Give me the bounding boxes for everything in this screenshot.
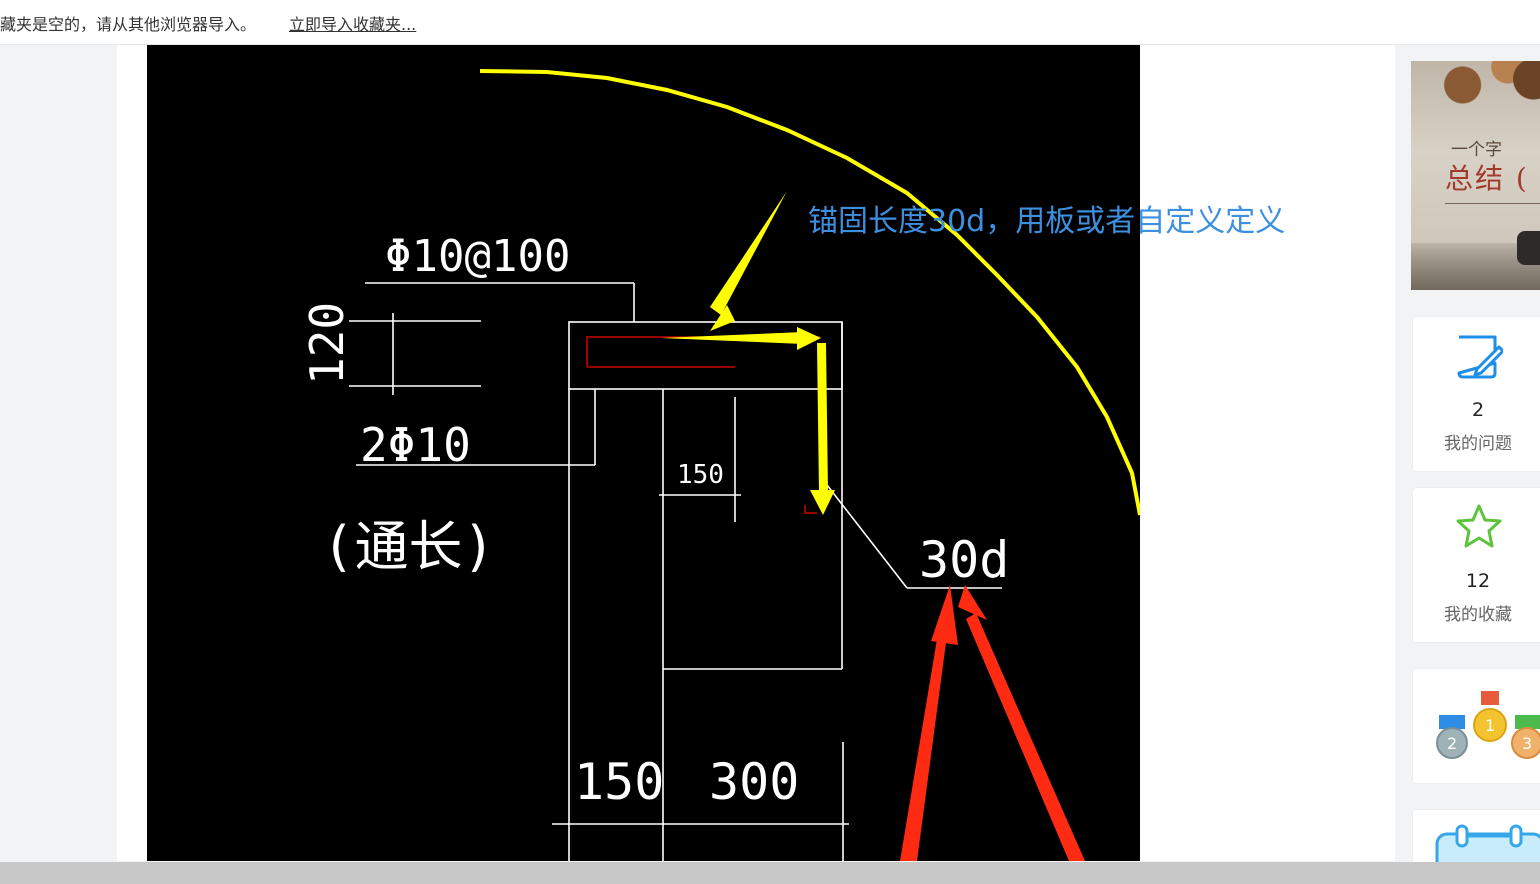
calendar-card[interactable]: [1412, 809, 1540, 876]
cad-drawing-image: Φ10@100 120 2Φ10 (通长) 150 30d 150 300: [147, 45, 1140, 861]
red-arrows: [900, 585, 1085, 861]
bottom-bars-label: 2Φ10: [360, 418, 471, 472]
banner-divider: [1445, 203, 1540, 204]
banner-line2: 总结 (: [1445, 162, 1529, 195]
banner-button[interactable]: [1517, 231, 1540, 265]
rebar-spec-label: Φ10@100: [385, 231, 570, 282]
questions-label: 我的问题: [1444, 434, 1512, 454]
ranking-card[interactable]: 2 1 3: [1412, 668, 1540, 784]
svg-text:1: 1: [1485, 716, 1495, 735]
yellow-arrows: [661, 191, 835, 515]
star-icon: [1455, 502, 1503, 554]
svg-text:2: 2: [1447, 734, 1457, 753]
horizontal-scrollbar[interactable]: [0, 862, 1540, 884]
promo-banner[interactable]: 一个字 总结 (: [1411, 61, 1540, 290]
dim-150-inner-label: 150: [677, 460, 724, 490]
dim-120-label: 120: [300, 302, 354, 385]
import-bookmarks-message: 藏夹是空的，请从其他浏览器导入。: [0, 15, 257, 34]
continuous-label: (通长): [322, 515, 495, 578]
cad-linework: [349, 282, 1002, 861]
yellow-arc: [479, 69, 1140, 516]
dim-150-bottom-label: 150: [574, 753, 664, 811]
dim-300-bottom-label: 300: [709, 753, 799, 811]
anchor-annotation-text: 锚固长度30d，用板或者自定义定义: [808, 204, 1286, 239]
anchor-length-label: 30d: [919, 531, 1009, 589]
import-bookmarks-bar: 藏夹是空的，请从其他浏览器导入。 立即导入收藏夹...: [0, 0, 1540, 45]
questions-count: 2: [1471, 399, 1485, 421]
favorites-label: 我的收藏: [1444, 605, 1512, 625]
banner-line1: 一个字: [1451, 140, 1502, 160]
import-bookmarks-link[interactable]: 立即导入收藏夹...: [289, 15, 417, 34]
edit-note-icon: [1455, 333, 1505, 385]
my-favorites-card[interactable]: 12 我的收藏: [1412, 487, 1540, 643]
banner-decoration: [1411, 61, 1540, 121]
my-questions-card[interactable]: 2 我的问题: [1412, 316, 1540, 472]
favorites-count: 12: [1465, 570, 1491, 592]
medals-icon: 2 1 3: [1435, 689, 1540, 767]
svg-text:3: 3: [1522, 734, 1532, 753]
